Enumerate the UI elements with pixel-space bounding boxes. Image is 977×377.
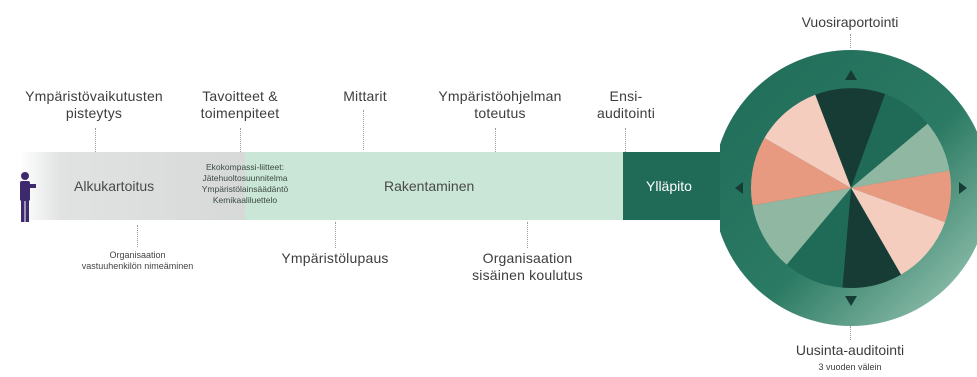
tick-cycle-top <box>850 34 851 48</box>
phase-build-label: Rakentaminen <box>384 178 475 194</box>
label-permit: Ympäristölupaus <box>281 250 389 266</box>
tick-permit <box>335 222 336 248</box>
arrow-down-icon <box>845 296 857 306</box>
tick-metrics <box>363 110 364 150</box>
arrow-left-icon <box>735 182 743 194</box>
label-scoring-line2: pisteytys <box>65 105 123 121</box>
wedge-sage <box>851 123 950 188</box>
phase-bar-build <box>245 152 623 220</box>
wedge-deep <box>815 88 886 188</box>
phase-initial-label: Alkukartoitus <box>74 178 155 194</box>
label-responsible: Organisaation vastuuhenkilön nimeäminen <box>60 250 215 272</box>
wedge-sage <box>752 188 851 265</box>
label-first-audit-line2: auditointi <box>596 105 656 121</box>
wedge-pink <box>764 94 851 188</box>
tick-training <box>527 222 528 248</box>
attachment-item: Kemikaaliluettelo <box>212 195 278 205</box>
wedge-pink <box>851 188 945 275</box>
tick-goals <box>240 128 241 152</box>
label-training-line2: sisäinen koulutus <box>472 267 583 283</box>
wedge-deep <box>842 188 901 288</box>
phase-maintain-label: Ylläpito <box>646 178 692 194</box>
wedge-dark-green <box>786 188 851 288</box>
label-first-audit-line1: Ensi- <box>609 88 643 104</box>
attachments-title: Ekokompassi-liitteet: <box>206 162 284 172</box>
label-metrics: Mittarit <box>343 88 387 104</box>
phase-bar-maintain <box>623 152 723 220</box>
label-training: Organisaation sisäinen koulutus <box>455 250 600 284</box>
label-scoring: Ympäristövaikutusten pisteytys <box>14 88 174 122</box>
attachments-list: Ekokompassi-liitteet: Jätehuoltosuunnite… <box>190 162 300 206</box>
attachment-item: Jätehuoltosuunnitelma <box>202 173 288 183</box>
cycle-bottom-sub: 3 vuoden välein <box>818 362 882 372</box>
person-icon <box>20 172 36 222</box>
wedge-salmon <box>750 138 851 206</box>
label-goals-line1: Tavoitteet & <box>202 88 278 104</box>
label-first-audit: Ensi- auditointi <box>586 88 666 122</box>
label-program-line1: Ympäristöohjelman <box>438 88 562 104</box>
wedge-salmon <box>851 170 952 223</box>
maintenance-cycle-wheel <box>720 50 977 326</box>
label-responsible-line1: Organisaation <box>109 250 166 260</box>
tick-responsible <box>137 225 138 247</box>
label-program-line2: toteutus <box>474 105 526 121</box>
label-program: Ympäristöohjelman toteutus <box>420 88 580 122</box>
tick-cycle-bottom <box>850 326 851 340</box>
tick-scoring <box>95 128 96 152</box>
label-goals-line2: toimenpiteet <box>200 105 280 121</box>
cycle-bottom-label: Uusinta-auditointi <box>795 342 905 358</box>
label-scoring-line1: Ympäristövaikutusten <box>25 88 163 104</box>
attachment-item: Ympäristölainsäädäntö <box>201 184 289 194</box>
cycle-top-label: Vuosiraportointi <box>801 14 899 30</box>
tick-program <box>495 128 496 152</box>
label-training-line1: Organisaation <box>482 250 573 266</box>
phase-bar-initial <box>20 152 245 220</box>
tick-first-audit <box>625 128 626 152</box>
label-responsible-line2: vastuuhenkilön nimeäminen <box>81 261 194 271</box>
wedge-dark-green <box>851 94 928 188</box>
arrow-up-icon <box>845 70 857 80</box>
label-goals: Tavoitteet & toimenpiteet <box>180 88 300 122</box>
arrow-right-icon <box>959 182 967 194</box>
